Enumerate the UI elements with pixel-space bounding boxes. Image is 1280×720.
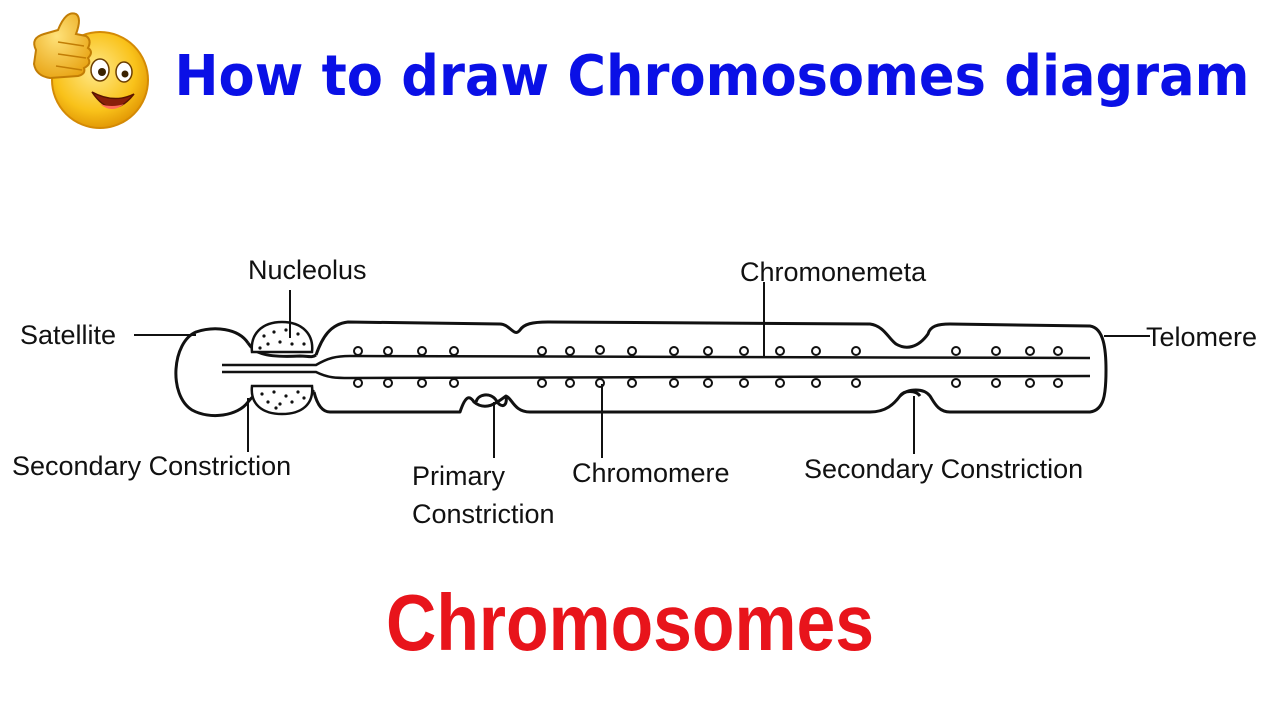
label-nucleolus: Nucleolus [248,255,367,285]
label-chromonemeta: Chromonemeta [740,257,927,287]
label-satellite: Satellite [20,320,116,350]
nucleolus-blobs [250,320,314,416]
leader-lines [134,282,1150,458]
diagram-labels: Nucleolus Satellite Chromonemeta Telomer… [12,255,1257,529]
label-secondary-constriction-right: Secondary Constriction [804,454,1083,484]
chromosome-outline [312,320,1108,414]
chromosome-body [174,320,1108,417]
label-telomere: Telomere [1146,322,1257,352]
label-secondary-constriction-left: Secondary Constriction [12,451,291,481]
label-primary-constriction-line2: Constriction [412,499,555,529]
satellite-shape [174,327,250,417]
label-chromomere: Chromomere [572,458,730,488]
thumbs-up-emoji-icon [32,12,149,129]
page-title: How to draw Chromosomes diagram [175,44,1250,109]
footer-caption: Chromosomes [386,578,874,667]
chromomeres [353,345,1063,388]
label-primary-constriction-line1: Primary [412,461,505,491]
chromonema-threads [222,354,1091,380]
